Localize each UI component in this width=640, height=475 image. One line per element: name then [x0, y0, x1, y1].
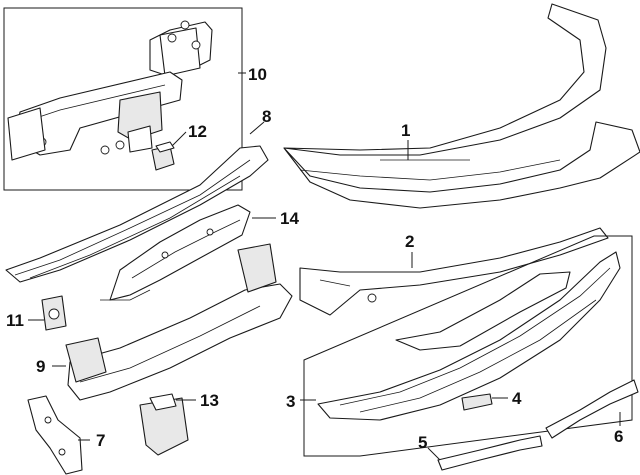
callout-9: 9 — [36, 357, 45, 376]
callout-3: 3 — [286, 392, 295, 411]
callout-14: 14 — [280, 209, 299, 228]
callout-13: 13 — [200, 391, 219, 410]
bumper-cover — [283, 3, 640, 209]
callout-4: 4 — [512, 389, 522, 408]
callout-10: 10 — [248, 65, 267, 84]
lower-valance — [299, 227, 609, 316]
callout-5: 5 — [418, 433, 427, 452]
side-molding-strip — [545, 379, 639, 439]
diffuser-group-frame — [303, 235, 633, 457]
callout-2: 2 — [405, 232, 414, 251]
callout-8: 8 — [262, 107, 271, 126]
callout-12: 12 — [188, 122, 207, 141]
center-mounting-bracket — [100, 204, 251, 301]
leader-5 — [427, 447, 441, 461]
callout-7: 7 — [96, 431, 105, 450]
hitch-group-frame — [3, 7, 243, 191]
bumper-mount-bracket — [139, 393, 189, 456]
callout-6: 6 — [614, 427, 623, 446]
hitch-receiver-cover — [151, 141, 175, 171]
trim-insert — [461, 393, 493, 411]
rear-diffuser — [317, 251, 621, 421]
retainer-clip — [41, 295, 67, 331]
callout-11: 11 — [6, 311, 24, 330]
leader-8 — [249, 121, 265, 135]
lower-molding-strip — [437, 435, 543, 471]
impact-absorber — [5, 145, 269, 283]
leader-12 — [171, 131, 187, 147]
side-bracket — [27, 395, 83, 475]
reinforcement-beam — [65, 243, 293, 401]
trailer-hitch-assembly — [7, 20, 213, 161]
callout-1: 1 — [401, 121, 410, 140]
